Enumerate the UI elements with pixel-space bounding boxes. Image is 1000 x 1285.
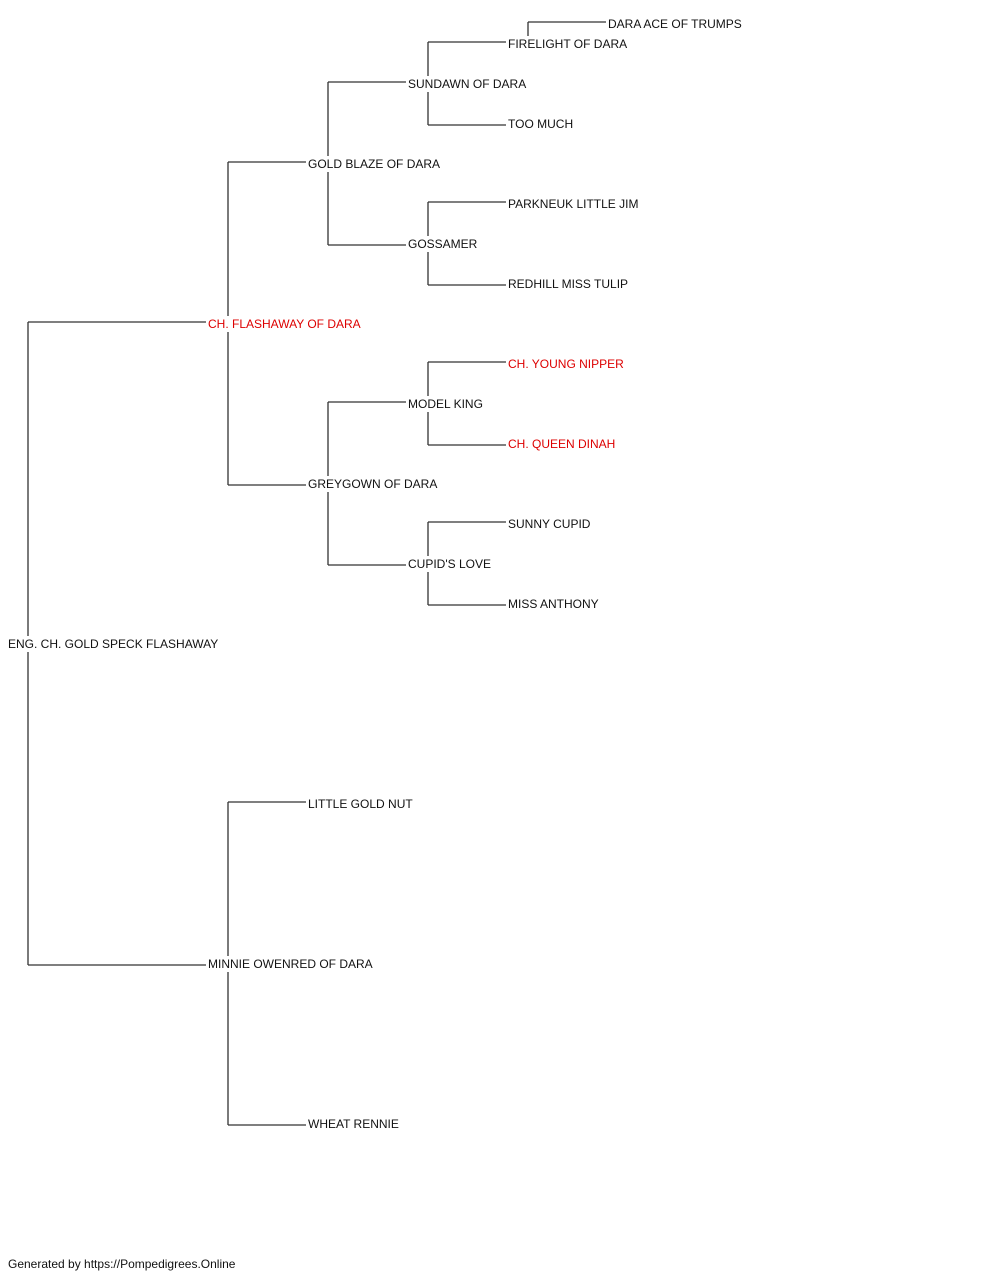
pedigree-node-dam-sire: LITTLE GOLD NUT — [308, 796, 413, 812]
pedigree-node-sds-sire: CH. YOUNG NIPPER — [508, 356, 624, 372]
generated-by-credit: Generated by https://Pompedigrees.Online — [8, 1257, 236, 1271]
pedigree-node-ss-dam: GOSSAMER — [408, 236, 478, 252]
pedigree-node-ssd-sire: PARKNEUK LITTLE JIM — [508, 196, 639, 212]
pedigree-node-sd-dam: CUPID'S LOVE — [408, 556, 491, 572]
pedigree-node-sire: CH. FLASHAWAY OF DARA — [208, 316, 361, 332]
pedigree-node-ssd-dam: REDHILL MISS TULIP — [508, 276, 629, 292]
pedigree-node-sdd-dam: MISS ANTHONY — [508, 596, 599, 612]
pedigree-node-sire-sire: GOLD BLAZE OF DARA — [308, 156, 441, 172]
pedigree-node-sds-dam: CH. QUEEN DINAH — [508, 436, 616, 452]
pedigree-node-ss-sire: SUNDAWN OF DARA — [408, 76, 527, 92]
pedigree-node-sdd-sire: SUNNY CUPID — [508, 516, 591, 532]
pedigree-node-sss-dam: TOO MUCH — [508, 116, 574, 132]
pedigree-node-sd-sire: MODEL KING — [408, 396, 483, 412]
pedigree-node-dam: MINNIE OWENRED OF DARA — [208, 956, 373, 972]
pedigree-node-subject: ENG. CH. GOLD SPECK FLASHAWAY — [8, 636, 219, 652]
pedigree-node-sire-dam: GREYGOWN OF DARA — [308, 476, 438, 492]
pedigree-node-dam-dam: WHEAT RENNIE — [308, 1116, 399, 1132]
pedigree-node-ssss-sire: DARA ACE OF TRUMPS — [608, 16, 742, 32]
pedigree-node-sss-sire: FIRELIGHT OF DARA — [508, 36, 628, 52]
